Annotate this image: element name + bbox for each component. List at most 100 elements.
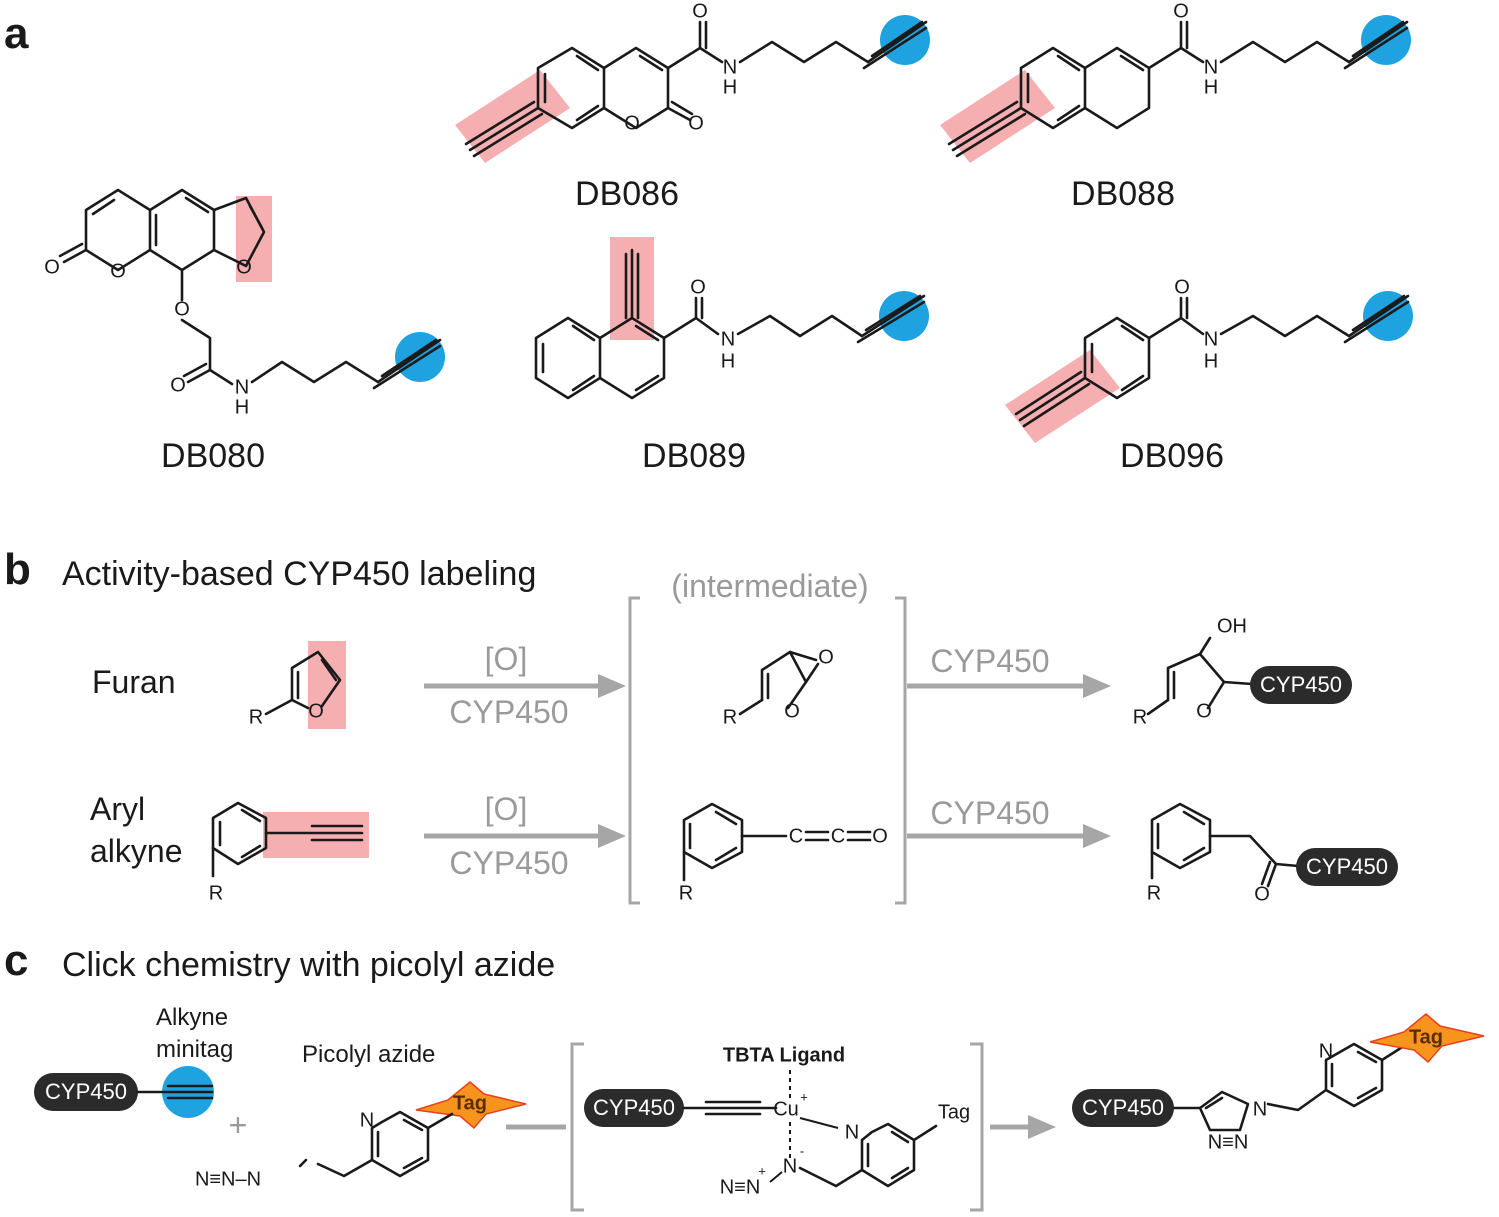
alkyne-highlight xyxy=(263,812,369,858)
atom-n: N xyxy=(1319,1040,1333,1062)
furan-structure: O R xyxy=(249,641,346,729)
atom-o: O xyxy=(174,298,190,320)
compound-label-db089: DB089 xyxy=(642,437,746,475)
atom-n: N xyxy=(360,1109,374,1131)
plus-sign: + xyxy=(229,1107,248,1143)
compound-db086: O O O N H DB086 xyxy=(455,0,930,213)
atom-r: R xyxy=(1133,706,1147,728)
alkyne-minitag-label-2: minitag xyxy=(156,1036,233,1063)
cyp450-pill-label: CYP450 xyxy=(593,1095,675,1120)
atom-o: O xyxy=(44,256,60,278)
atom-h: H xyxy=(1204,76,1218,98)
arrowhead xyxy=(598,674,626,698)
atom-oh: OH xyxy=(1217,615,1247,637)
alkyne-minitag-circle xyxy=(395,332,445,382)
tag-star xyxy=(1369,1013,1485,1064)
atom-n: N xyxy=(723,56,737,78)
azide-label: N≡N–N xyxy=(195,1168,261,1190)
oxidant-label: [O] xyxy=(485,791,528,827)
atom-n: N xyxy=(1253,1098,1267,1120)
atom-o: O xyxy=(624,112,640,134)
complex-bracket-left xyxy=(570,1042,584,1212)
cyp450-pill-label: CYP450 xyxy=(1306,854,1388,879)
panel-c-letter: c xyxy=(4,936,28,985)
enzyme-label: CYP450 xyxy=(930,643,1049,679)
aryl-label-2: alkyne xyxy=(90,833,183,869)
atom-n: N xyxy=(235,376,249,398)
atom-n: N xyxy=(783,1155,797,1177)
atom-n: N xyxy=(845,1121,859,1143)
atom-o: O xyxy=(690,276,706,298)
atom-r: R xyxy=(209,882,223,904)
epoxide-intermediate: O O R xyxy=(723,646,834,728)
panel-c-title: Click chemistry with picolyl azide xyxy=(62,946,555,984)
atom-n: N xyxy=(1204,56,1218,78)
enzyme-label: CYP450 xyxy=(930,795,1049,831)
atom-n: N xyxy=(721,328,735,350)
oxidant-label: [O] xyxy=(485,641,528,677)
arrowhead xyxy=(598,824,626,848)
tag-label: Tag xyxy=(938,1101,970,1123)
tag-label: Tag xyxy=(1409,1026,1443,1048)
atom-r: R xyxy=(723,706,737,728)
atom-o: O xyxy=(1254,883,1270,905)
cyp450-pill-label: CYP450 xyxy=(45,1079,127,1104)
atom-o: O xyxy=(784,700,800,722)
alkyne-minitag-label-1: Alkyne xyxy=(156,1004,228,1031)
atom-c: C xyxy=(831,825,845,847)
picolyl-azide-structure: Tag N N≡N–N xyxy=(195,1081,527,1190)
azide-label: N≡N xyxy=(720,1176,761,1198)
cyp450-pill xyxy=(1296,848,1398,886)
compound-db089: O N H DB089 xyxy=(534,237,929,475)
intermediate-label: (intermediate) xyxy=(671,568,868,604)
atom-h: H xyxy=(235,396,249,418)
panel-b-letter: b xyxy=(4,545,31,594)
atom-o: O xyxy=(818,646,834,668)
picolyl-azide-label: Picolyl azide xyxy=(302,1041,435,1068)
compound-db088: O N H DB088 xyxy=(940,0,1411,213)
compound-db096: O N H DB096 xyxy=(1005,276,1413,475)
tag-label: Tag xyxy=(453,1092,487,1114)
cyp450-pill xyxy=(584,1089,684,1127)
alkyne-highlight xyxy=(1005,350,1120,443)
cyp450-pill-label: CYP450 xyxy=(1082,1095,1164,1120)
atom-o: O xyxy=(1174,276,1190,298)
atom-c: C xyxy=(789,825,803,847)
enzyme-label: CYP450 xyxy=(449,694,568,730)
atom-o: O xyxy=(236,256,252,278)
atom-o: O xyxy=(308,700,324,722)
atom-h: H xyxy=(723,76,737,98)
atom-r: R xyxy=(1147,882,1161,904)
enzyme-label: CYP450 xyxy=(449,845,568,881)
n-charge-plus: + xyxy=(758,1163,766,1178)
aryl-alkyne-structure: R xyxy=(209,801,369,904)
intermediate-bracket-left xyxy=(628,596,640,905)
intermediate-bracket-right xyxy=(895,596,907,905)
copper-complex: CYP450 Cu + N Tag N - N≡N + xyxy=(584,1070,970,1198)
atom-o: O xyxy=(692,0,708,22)
alkyne-highlight xyxy=(940,70,1055,163)
atom-r: R xyxy=(679,882,693,904)
tbta-ligand-label: TBTA Ligand xyxy=(723,1044,845,1066)
cyp450-pill xyxy=(1250,666,1352,704)
compound-label-db088: DB088 xyxy=(1071,175,1175,213)
compound-db080: O O O O O N H DB080 xyxy=(44,188,445,475)
furan-label: Furan xyxy=(92,664,176,700)
aryl-adduct: O CYP450 R xyxy=(1147,802,1398,905)
cyp450-pill-label: CYP450 xyxy=(1260,672,1342,697)
atom-cu: Cu xyxy=(773,1098,799,1120)
arrowhead xyxy=(1028,1115,1056,1139)
compound-label-db086: DB086 xyxy=(575,175,679,213)
alkyne-minitag-circle xyxy=(879,291,929,341)
ketene-intermediate: C C O R xyxy=(679,802,888,904)
arrowhead xyxy=(1083,824,1111,848)
triazole-n-label: N≡N xyxy=(1208,1131,1249,1153)
atom-o: O xyxy=(110,260,126,282)
atom-o: O xyxy=(1196,700,1212,722)
compound-label-db096: DB096 xyxy=(1120,437,1224,475)
atom-n: N xyxy=(1204,328,1218,350)
n-charge-minus: - xyxy=(800,1143,804,1158)
complex-bracket-right xyxy=(970,1042,984,1212)
tag-star xyxy=(415,1081,527,1130)
